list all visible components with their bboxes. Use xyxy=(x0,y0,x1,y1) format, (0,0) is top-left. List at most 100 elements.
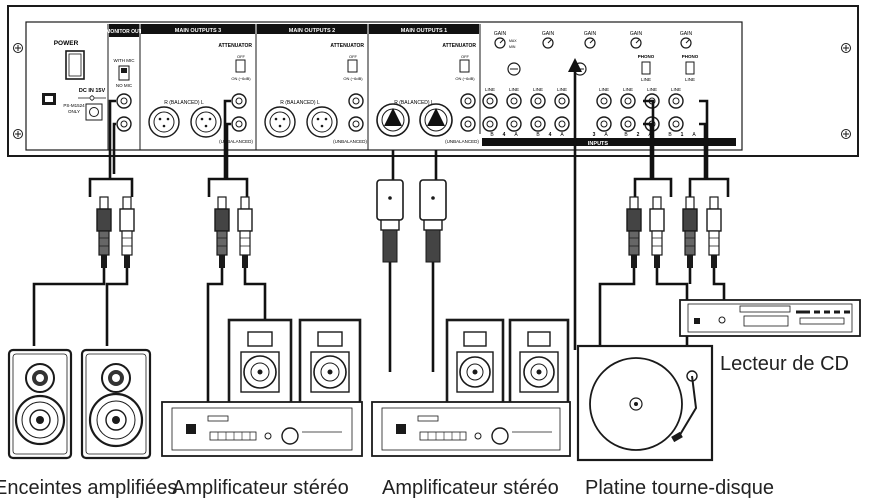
rca-input-jack[interactable] xyxy=(668,116,684,132)
cd-player xyxy=(679,299,861,337)
line-label: LINE xyxy=(623,87,633,92)
xlr-out-2-r[interactable] xyxy=(264,106,296,138)
rca-input-jack[interactable] xyxy=(506,116,522,132)
gain-1-label: GAIN xyxy=(680,31,693,37)
phono-line-switch-1[interactable] xyxy=(685,61,695,75)
rca-out-2[interactable] xyxy=(348,93,364,132)
gain-min: MIN xyxy=(509,45,516,49)
attenuator-2-off: OFF xyxy=(349,54,358,59)
xlr-out-3-l[interactable] xyxy=(190,106,222,138)
dc-in-label: DC IN 15V xyxy=(79,88,106,94)
attenuator-3-on: ON (−6dB) xyxy=(231,76,251,81)
line-label: LINE xyxy=(533,87,543,92)
passive-speaker xyxy=(298,318,362,406)
rca-plug-pair-out3 xyxy=(214,196,253,268)
balanced-2-label: R (BALANCED) L xyxy=(280,100,320,106)
attenuator-3-switch[interactable] xyxy=(235,59,246,73)
monitor-out-label: MONITOR OUT xyxy=(106,29,141,35)
rca-plug-pair-input2 xyxy=(626,196,665,268)
rca-input-jack[interactable] xyxy=(668,93,684,109)
rca-input-jack[interactable] xyxy=(554,116,570,132)
rca-monitor-out[interactable] xyxy=(116,93,132,132)
gain-knob-3[interactable] xyxy=(542,37,554,49)
gain-4-label: GAIN xyxy=(494,31,507,37)
amplifier-unit xyxy=(371,401,571,457)
line-label: LINE xyxy=(671,87,681,92)
rca-input-jack[interactable] xyxy=(620,116,636,132)
rca-plug-pair-monitor xyxy=(96,196,135,268)
dc-in-jack[interactable] xyxy=(85,103,103,121)
amplifier-unit xyxy=(161,401,363,457)
xlr-out-3-r[interactable] xyxy=(148,106,180,138)
phono-line-switch-2[interactable] xyxy=(641,61,651,75)
rca-input-jack[interactable] xyxy=(530,116,546,132)
channel-4-label: 4 xyxy=(549,132,552,138)
signal-arrows xyxy=(384,58,582,126)
phono-2-label: PHONO xyxy=(638,54,655,59)
unbalanced-1-label: (UNBALANCED) xyxy=(445,139,479,144)
line-label: LINE xyxy=(485,87,495,92)
turntable xyxy=(576,344,714,462)
rca-input-jack[interactable] xyxy=(530,93,546,109)
channel-a-label: A xyxy=(514,132,518,138)
line-label: LINE xyxy=(647,87,657,92)
attenuator-1-on: ON (−6dB) xyxy=(455,76,475,81)
attenuator-3-label: ATTENUATOR xyxy=(218,43,252,49)
cables xyxy=(32,70,730,402)
rca-input-jack[interactable] xyxy=(554,93,570,109)
xlr-plug-right xyxy=(376,179,404,263)
rca-out-3[interactable] xyxy=(231,93,247,132)
channel-1-label: 1 xyxy=(681,132,684,138)
channel-a-label: A xyxy=(604,132,608,138)
gain-knob-2a[interactable] xyxy=(584,37,596,49)
channel-a-label: A xyxy=(560,132,564,138)
unbalanced-3-label: (UNBALANCED) xyxy=(219,139,253,144)
gain-knobs: GAIN GAIN GAIN GAIN GAIN MAX MIN xyxy=(494,31,693,49)
ground-terminal-icon[interactable] xyxy=(507,62,521,76)
rca-input-jack[interactable] xyxy=(620,93,636,109)
speaker-left xyxy=(7,348,73,460)
rca-input-jack[interactable] xyxy=(482,116,498,132)
input-jacks xyxy=(482,93,684,132)
line-sw-2-label: LINE xyxy=(641,77,651,82)
speaker-right xyxy=(80,348,152,460)
attenuator-2-on: ON (−6dB) xyxy=(343,76,363,81)
attenuator-1-switch[interactable] xyxy=(459,59,470,73)
attenuator-3-off: OFF xyxy=(237,54,246,59)
balanced-1-label: R (BALANCED) L xyxy=(394,100,434,106)
channel-b-label: B xyxy=(624,132,628,138)
xlr-out-2-l[interactable] xyxy=(306,106,338,138)
psu-only-label: ONLY xyxy=(68,109,80,114)
rca-input-jack[interactable] xyxy=(596,116,612,132)
attenuator-2-label: ATTENUATOR xyxy=(330,43,364,49)
inputs-label: INPUTS xyxy=(588,141,609,147)
line-input-labels: LINE LINE LINE LINE LINE LINE LINE LINE xyxy=(485,87,681,92)
channel-b-label: B xyxy=(490,132,494,138)
rca-input-jack[interactable] xyxy=(596,93,612,109)
gain-knob-4[interactable] xyxy=(494,37,506,49)
balanced-3-label: R (BALANCED) L xyxy=(164,100,204,106)
power-switch[interactable] xyxy=(65,50,85,80)
xlr-plug-left xyxy=(419,179,447,263)
rca-out-1[interactable] xyxy=(460,93,476,132)
rack-screw-icon xyxy=(13,43,23,53)
main-outputs-1-label: MAIN OUTPUTS 1 xyxy=(401,28,447,34)
line-sw-1-label: LINE xyxy=(685,77,695,82)
channel-a-label: A xyxy=(692,132,696,138)
mixer-rear-panel: POWER DC IN 15V PS-M1524 ONLY MONITOR OU… xyxy=(7,5,859,157)
rca-input-jack[interactable] xyxy=(482,93,498,109)
attenuator-2-switch[interactable] xyxy=(347,59,358,73)
channel-2-label: 2 xyxy=(637,132,640,138)
attenuator-1-off: OFF xyxy=(461,54,470,59)
passive-speaker xyxy=(445,318,505,406)
psu-model-label: PS-M1524 xyxy=(63,103,85,108)
rca-input-jack[interactable] xyxy=(506,93,522,109)
rca-plug-pair-input1 xyxy=(682,196,722,268)
gain-knob-1[interactable] xyxy=(680,37,692,49)
caption-cd-player: Lecteur de CD xyxy=(720,353,849,375)
gain-knob-2[interactable] xyxy=(630,37,642,49)
passive-speaker xyxy=(227,318,293,406)
channel-3-label: 3 xyxy=(593,132,596,138)
channel-5-label: 4 xyxy=(503,132,506,138)
